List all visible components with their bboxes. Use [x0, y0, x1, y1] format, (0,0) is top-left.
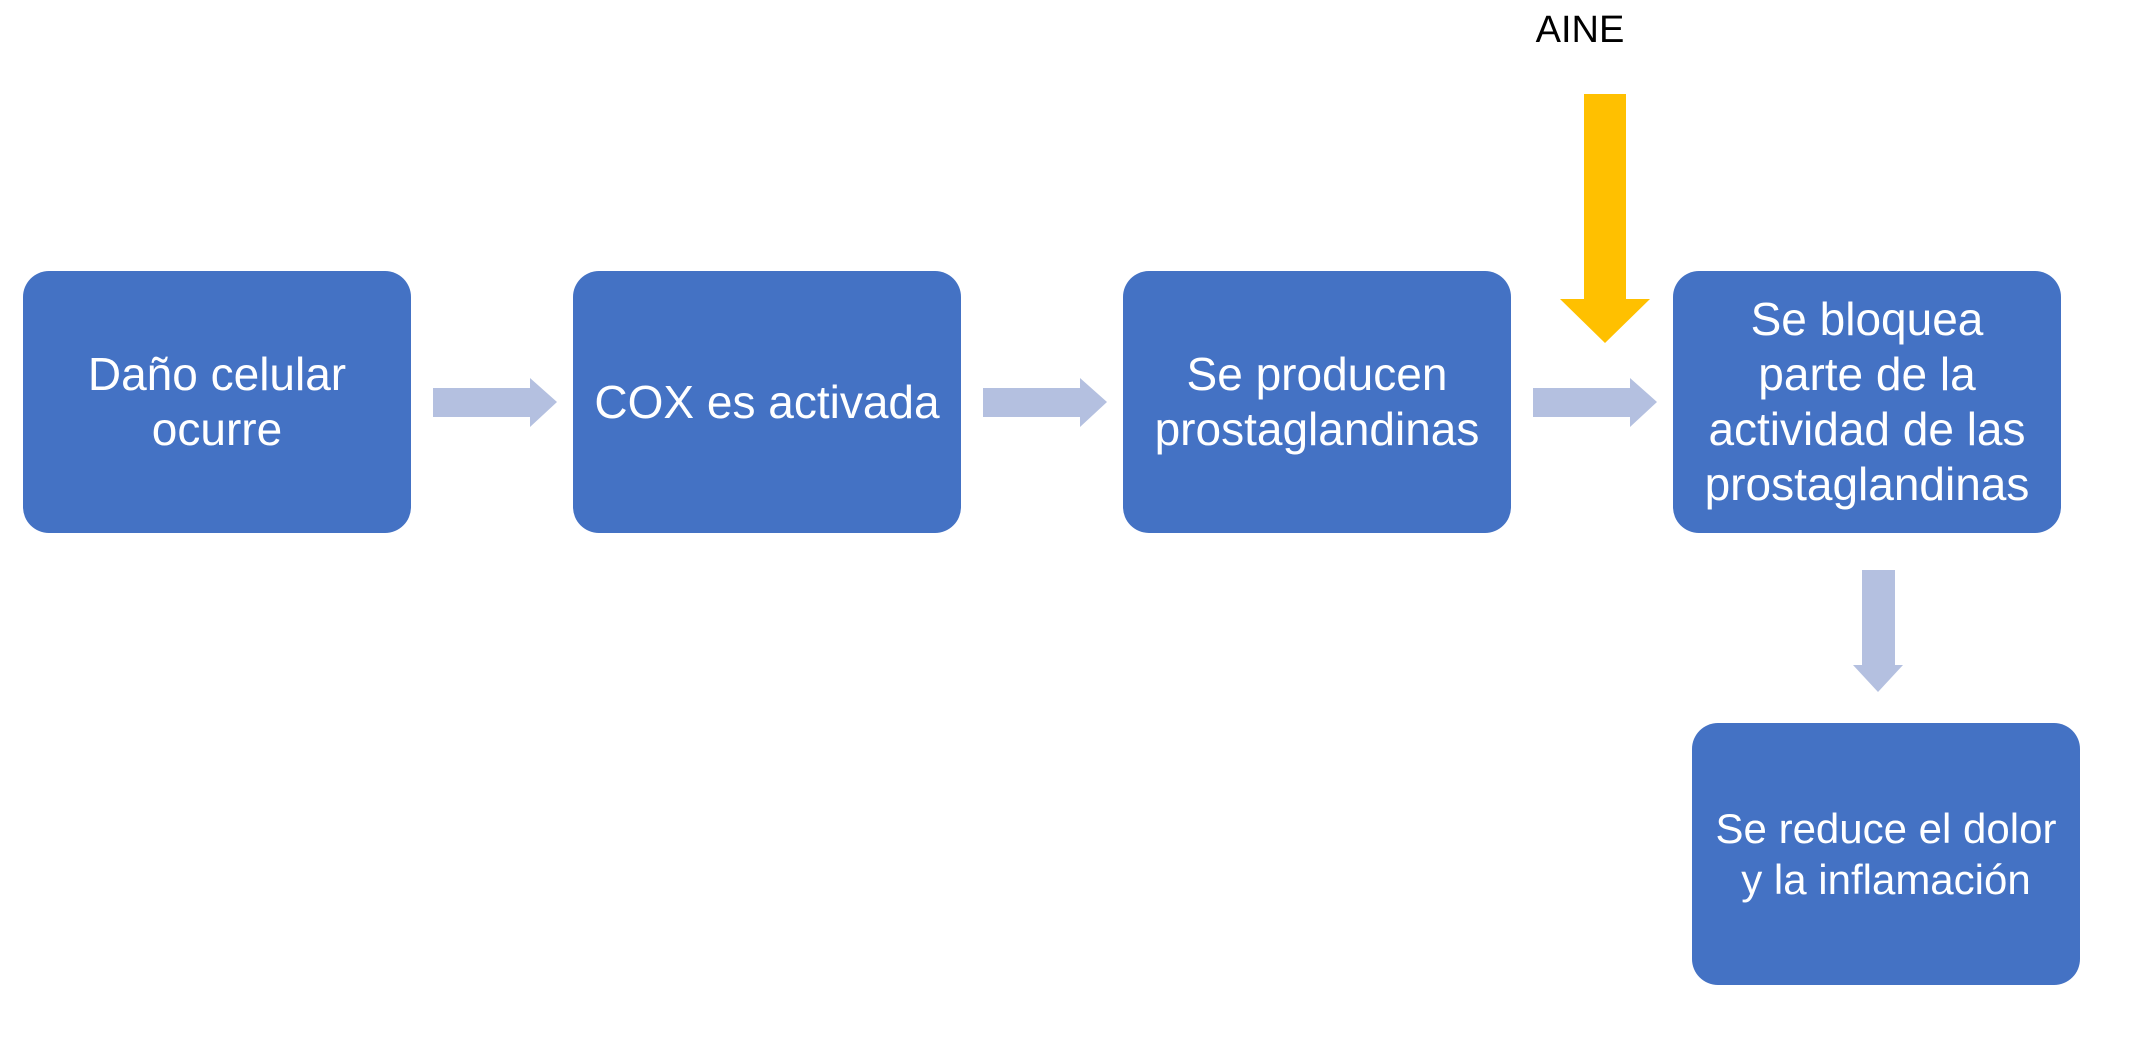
step-box-cox-activated: COX es activada	[573, 271, 961, 533]
flow-arrow-4-5	[1853, 570, 1903, 692]
step-text: Se producen prostaglandinas	[1154, 348, 1480, 455]
aine-label: AINE	[1535, 9, 1625, 51]
step-box-cell-damage: Daño celular ocurre	[23, 271, 411, 533]
flow-arrow-1-2	[433, 378, 557, 427]
step-box-prostaglandins-produced: Se producen prostaglandinas	[1123, 271, 1511, 533]
step-text: Se bloquea parte de la actividad de las …	[1704, 293, 2030, 510]
step-text: COX es activada	[594, 375, 940, 428]
step-text: Daño celular ocurre	[87, 348, 347, 455]
flow-arrow-2-3	[983, 378, 1107, 427]
aine-arrow	[1560, 94, 1650, 343]
step-box-activity-blocked: Se bloquea parte de la actividad de las …	[1673, 271, 2061, 533]
step-text: Se reduce el dolor y la inflamación	[1715, 805, 2057, 903]
flow-arrow-3-4	[1533, 378, 1657, 427]
step-box-pain-reduced: Se reduce el dolor y la inflamación	[1692, 723, 2080, 985]
